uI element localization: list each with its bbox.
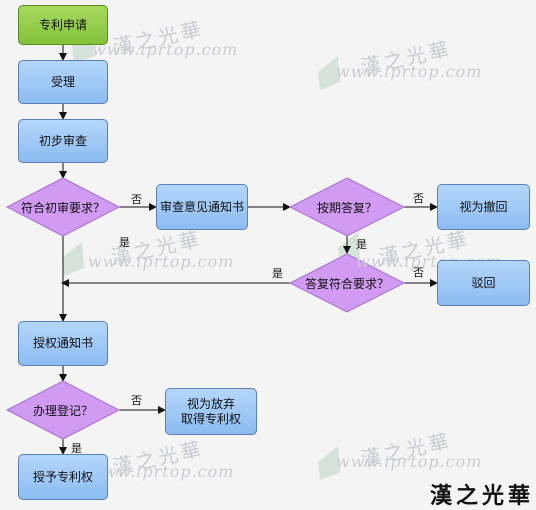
watermark-url-text: www.iprtop.com bbox=[336, 452, 483, 471]
abandon-line-2: 取得专利权 bbox=[180, 411, 241, 426]
watermark-url-text: www.iprtop.com bbox=[336, 62, 483, 81]
edge-label-no: 否 bbox=[413, 192, 424, 205]
edge-label-no: 否 bbox=[413, 266, 424, 279]
node-patent-application: 专利申请 bbox=[18, 5, 108, 45]
node-grant-notice: 授权通知书 bbox=[18, 321, 108, 366]
edge-label-yes: 是 bbox=[272, 267, 283, 280]
edge-label-yes: 是 bbox=[71, 442, 82, 455]
decision-register bbox=[5, 380, 121, 440]
node-acceptance: 受理 bbox=[18, 60, 108, 104]
node-deemed-abandoned: 视为放弃 取得专利权 bbox=[165, 388, 257, 435]
abandon-line-1: 视为放弃 bbox=[186, 396, 235, 411]
connector-lines bbox=[59, 45, 438, 455]
edge-label-no: 否 bbox=[131, 193, 142, 206]
edge-label-yes: 是 bbox=[119, 236, 130, 249]
decision-on-time bbox=[288, 177, 406, 237]
node-preliminary-exam: 初步审查 bbox=[18, 119, 108, 163]
decision-on-time-label: 按期答复？ bbox=[316, 200, 377, 215]
decision-reply-meets-label: 答复符合要求？ bbox=[304, 276, 389, 291]
edge-label-no: 否 bbox=[131, 394, 142, 407]
edge-label-yes: 是 bbox=[356, 238, 367, 251]
node-deemed-withdrawn: 视为撤回 bbox=[437, 184, 530, 230]
decision-register-label: 办理登记？ bbox=[32, 403, 93, 418]
decision-meets-prelim bbox=[5, 177, 121, 237]
brand-logo-text: 漢之光華 bbox=[430, 483, 535, 509]
decision-reply-meets bbox=[288, 253, 406, 313]
watermark-url-text: www.iprtop.com bbox=[88, 462, 235, 481]
node-rejected: 驳回 bbox=[437, 260, 530, 306]
watermark-url-text: www.iprtop.com bbox=[88, 252, 235, 271]
node-exam-notice: 审查意见通知书 bbox=[156, 184, 248, 230]
decision-meets-prelim-label: 符合初审要求？ bbox=[20, 200, 105, 215]
watermark-url-text: www.iprtop.com bbox=[92, 40, 239, 59]
node-patent-granted: 授予专利权 bbox=[18, 454, 108, 500]
